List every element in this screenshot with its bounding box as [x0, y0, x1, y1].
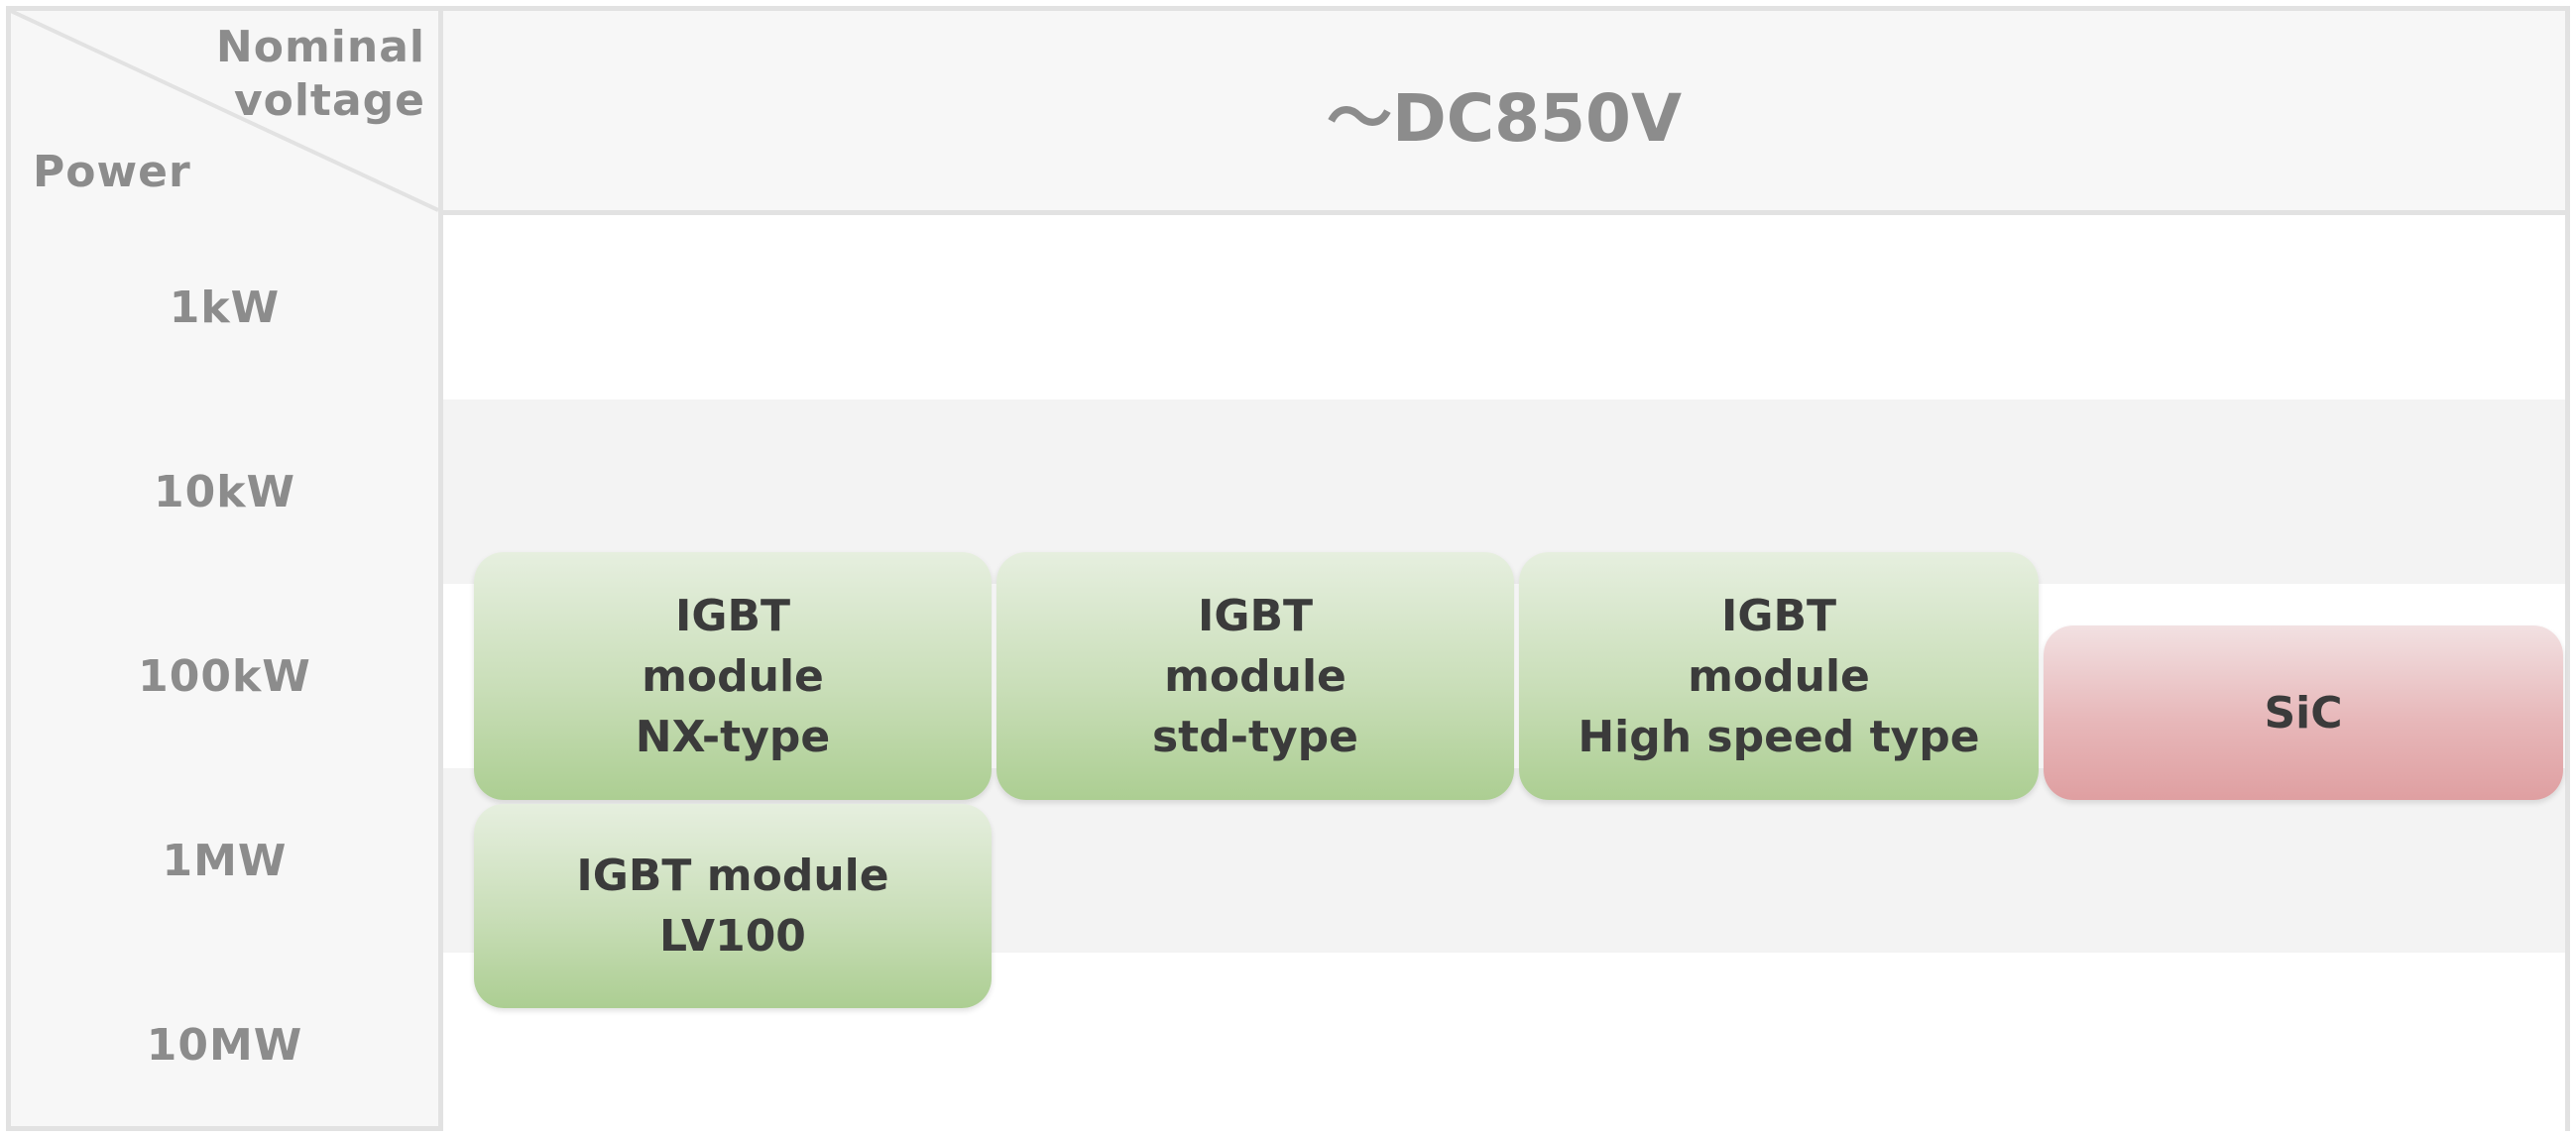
corner-cell: Nominal voltage Power	[11, 11, 443, 215]
power-label-1mw: 1MW	[162, 835, 288, 886]
power-voltage-matrix: Nominal voltage Power ～DC850V 1kW 10kW 1…	[6, 6, 2570, 1137]
power-label-10kw: 10kW	[153, 466, 296, 517]
corner-diagonal	[11, 11, 439, 212]
module-igbt-lv100-label: IGBT module LV100	[576, 851, 889, 962]
voltage-header: ～DC850V	[1326, 80, 1683, 157]
power-label-10mw: 10MW	[146, 1019, 303, 1071]
module-sic: SiC	[2044, 625, 2563, 800]
module-igbt-std-label: IGBT module std-type	[1151, 590, 1359, 762]
band-1kw	[443, 215, 2565, 399]
module-igbt-nx-label: IGBT module NX-type	[635, 590, 831, 762]
power-label-100kw: 100kW	[138, 650, 311, 702]
nominal-voltage-label: Nominal voltage	[215, 22, 425, 126]
power-axis-label: Power	[33, 147, 191, 197]
module-igbt-nx: IGBT module NX-type	[474, 552, 992, 800]
module-igbt-lv100: IGBT module LV100	[474, 804, 992, 1008]
module-igbt-std: IGBT module std-type	[996, 552, 1514, 800]
module-igbt-high-speed-label: IGBT module High speed type	[1578, 590, 1980, 762]
module-igbt-high-speed: IGBT module High speed type	[1519, 552, 2039, 800]
power-label-1kw: 1kW	[169, 282, 281, 333]
module-sic-label: SiC	[2264, 687, 2343, 739]
power-label-column	[11, 11, 443, 1126]
